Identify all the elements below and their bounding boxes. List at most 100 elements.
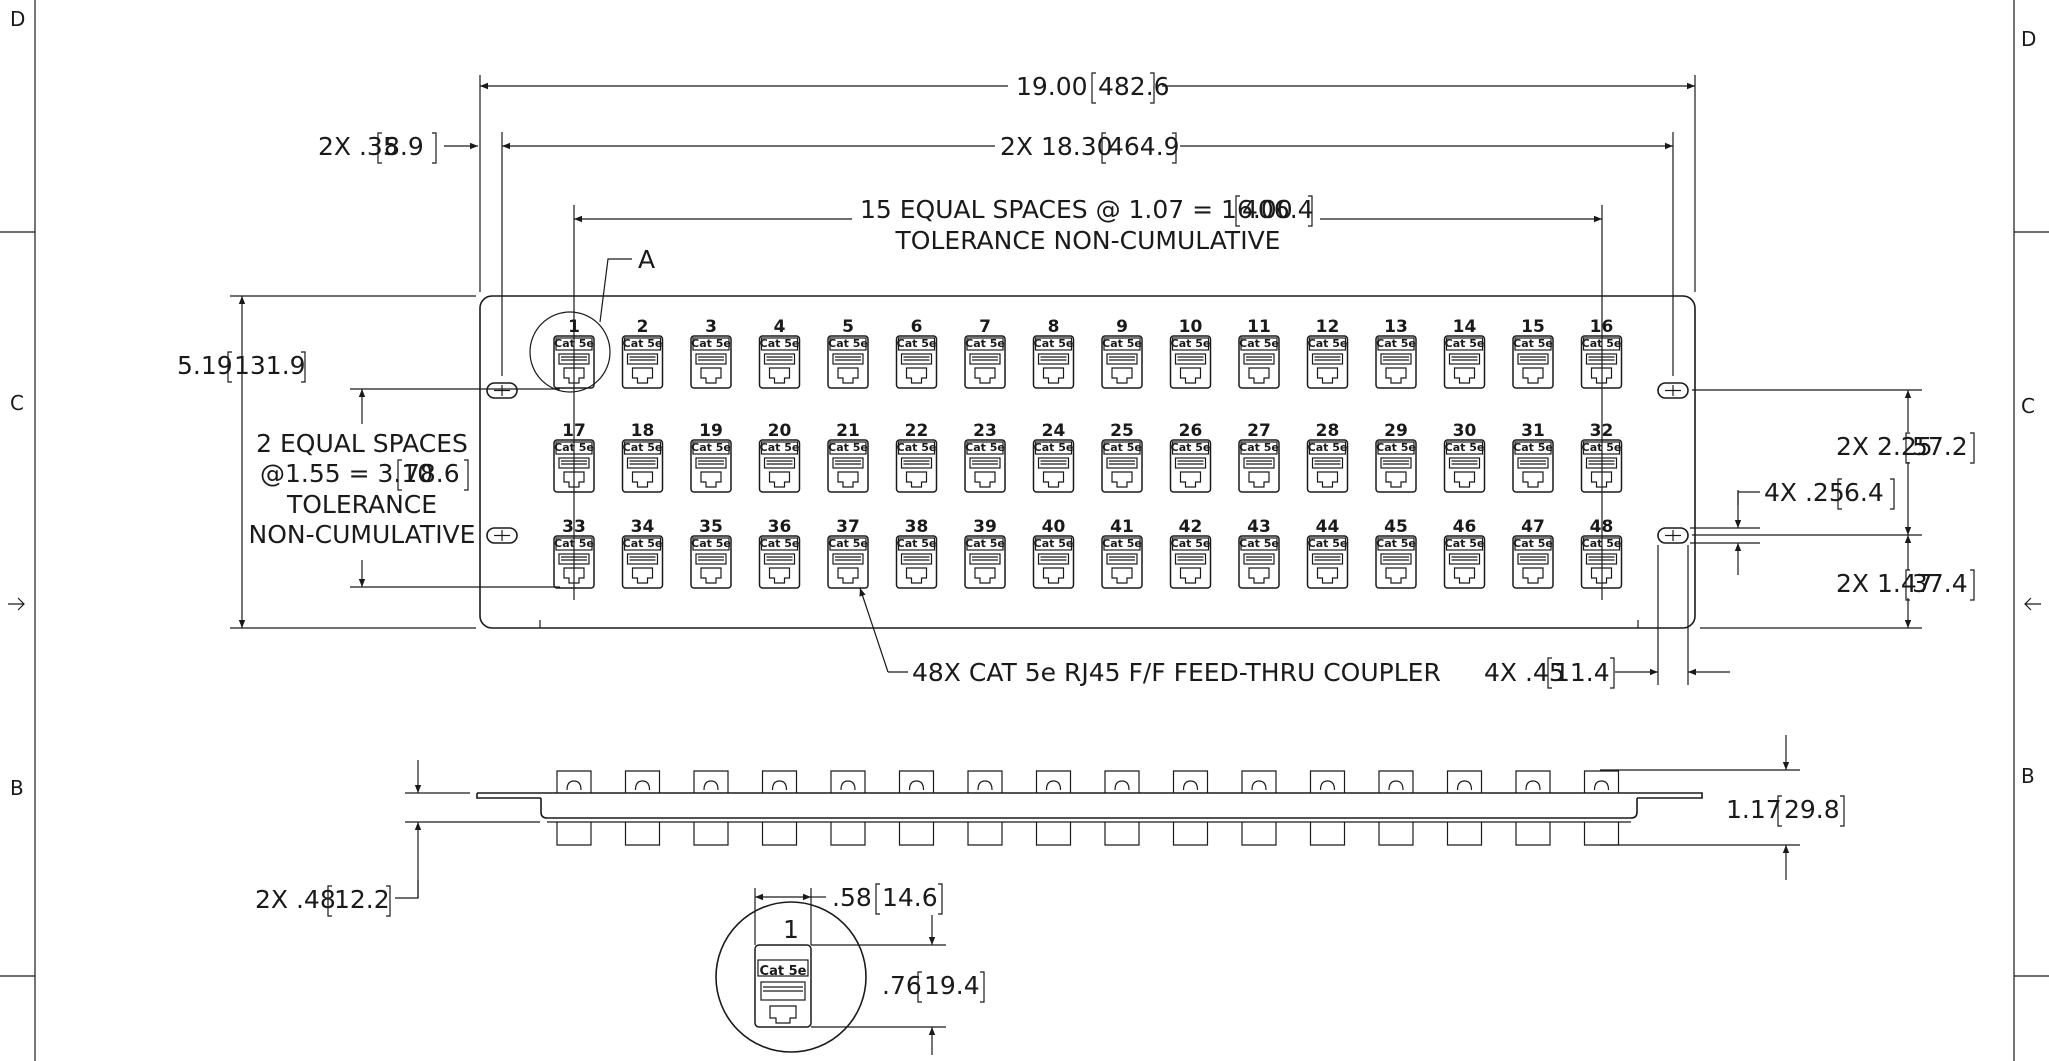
port-6: Cat 5e6 <box>895 317 938 389</box>
zone-left-c: C <box>10 391 24 415</box>
hole-span-value: 2X 18.30 <box>1000 132 1113 161</box>
port-26-type: Cat 5e <box>1171 441 1211 454</box>
side-view-couplers <box>556 770 1620 846</box>
port-2-number: 2 <box>637 317 649 337</box>
equal-spaces-tolerance: TOLERANCE NON-CUMULATIVE <box>895 226 1281 255</box>
side-coupler-14 <box>1446 770 1483 846</box>
port-21-number: 21 <box>836 421 860 441</box>
port-25-number: 25 <box>1110 421 1134 441</box>
overall-width-value: 19.00 <box>1016 72 1088 101</box>
dim-row-spaces: 2 EQUAL SPACES @1.55 = 3.10 78.6 TOLERAN… <box>249 388 560 588</box>
zone-left-b: B <box>10 776 24 800</box>
detail-a-label: Cat 5e <box>760 964 807 979</box>
dim-flange: 2X .48 12.2 <box>255 760 540 917</box>
bottom-hole-value: 2X 1.47 <box>1836 569 1933 598</box>
side-coupler-12 <box>1309 770 1346 846</box>
depth-value: 1.17 <box>1726 795 1782 824</box>
depth-mm: 29.8 <box>1784 795 1840 824</box>
port-3: Cat 5e3 <box>690 317 732 389</box>
side-coupler-3 <box>693 770 729 846</box>
row-tolerance-line1: TOLERANCE <box>286 490 437 519</box>
port-30-number: 30 <box>1453 421 1477 441</box>
port-35-type: Cat 5e <box>691 537 731 550</box>
port-4-number: 4 <box>774 317 786 337</box>
port-39-type: Cat 5e <box>965 537 1005 550</box>
jack-height-value: .76 <box>882 971 922 1000</box>
port-4: Cat 5e4 <box>758 317 801 389</box>
side-coupler-5 <box>830 770 866 846</box>
port-42-number: 42 <box>1179 517 1203 537</box>
height-mm: 131.9 <box>234 351 306 380</box>
port-9-number: 9 <box>1116 317 1128 337</box>
port-47-type: Cat 5e <box>1513 537 1553 550</box>
slot-width-mm: 11.4 <box>1554 658 1610 687</box>
dim-overall-width: 19.00 482.6 <box>479 72 1696 292</box>
port-44-type: Cat 5e <box>1308 537 1348 550</box>
port-23-type: Cat 5e <box>965 441 1005 454</box>
mounting-hole-bottom-right <box>1657 527 1689 544</box>
port-20-type: Cat 5e <box>760 441 800 454</box>
port-8-type: Cat 5e <box>1034 337 1074 350</box>
port-43-number: 43 <box>1247 517 1271 537</box>
port-28-type: Cat 5e <box>1308 441 1348 454</box>
detail-callout-a: A <box>529 245 655 393</box>
port-24-type: Cat 5e <box>1034 441 1074 454</box>
port-46-number: 46 <box>1453 517 1477 537</box>
port-22-number: 22 <box>905 421 929 441</box>
dim-slot-height: 4X .25 6.4 <box>1690 478 1895 575</box>
dim-jack-height: .76 19.4 <box>811 915 985 1055</box>
coupler-note: 48X CAT 5e RJ45 F/F FEED-THRU COUPLER <box>912 658 1441 687</box>
front-panel <box>479 295 1696 629</box>
bottom-hole-mm: 37.4 <box>1912 569 1968 598</box>
port-4-type: Cat 5e <box>760 337 800 350</box>
port-41-number: 41 <box>1110 517 1134 537</box>
port-7: Cat 5e7 <box>964 317 1006 389</box>
port-11-number: 11 <box>1247 317 1271 337</box>
mounting-hole-top-right <box>1657 382 1689 399</box>
port-30-type: Cat 5e <box>1445 441 1485 454</box>
port-5: Cat 5e5 <box>827 317 869 389</box>
port-44-number: 44 <box>1316 517 1340 537</box>
row-tolerance-line2: NON-CUMULATIVE <box>249 520 476 549</box>
port-38-number: 38 <box>905 517 929 537</box>
jack-width-mm: 14.6 <box>882 883 938 912</box>
port-29-type: Cat 5e <box>1376 441 1416 454</box>
port-20-number: 20 <box>768 421 792 441</box>
port-22-type: Cat 5e <box>897 441 937 454</box>
port-19-type: Cat 5e <box>691 441 731 454</box>
port-2-type: Cat 5e <box>623 337 663 350</box>
port-19-number: 19 <box>699 421 723 441</box>
flange-value: 2X .48 <box>255 885 336 914</box>
port-41-type: Cat 5e <box>1102 537 1142 550</box>
port-37-number: 37 <box>836 517 860 537</box>
hole-vertical-mm: 57.2 <box>1912 432 1968 461</box>
dim-jack-width: .58 14.6 <box>754 883 943 945</box>
port-15-type: Cat 5e <box>1513 337 1553 350</box>
port-7-number: 7 <box>979 317 991 337</box>
port-18-number: 18 <box>631 421 655 441</box>
side-coupler-9 <box>1104 770 1140 846</box>
jack-height-mm: 19.4 <box>924 971 980 1000</box>
hole-vertical-value: 2X 2.25 <box>1836 432 1933 461</box>
port-42-type: Cat 5e <box>1171 537 1211 550</box>
port-39-number: 39 <box>973 517 997 537</box>
port-36-number: 36 <box>768 517 792 537</box>
dim-slot-width: 4X .45 11.4 <box>1484 545 1730 689</box>
